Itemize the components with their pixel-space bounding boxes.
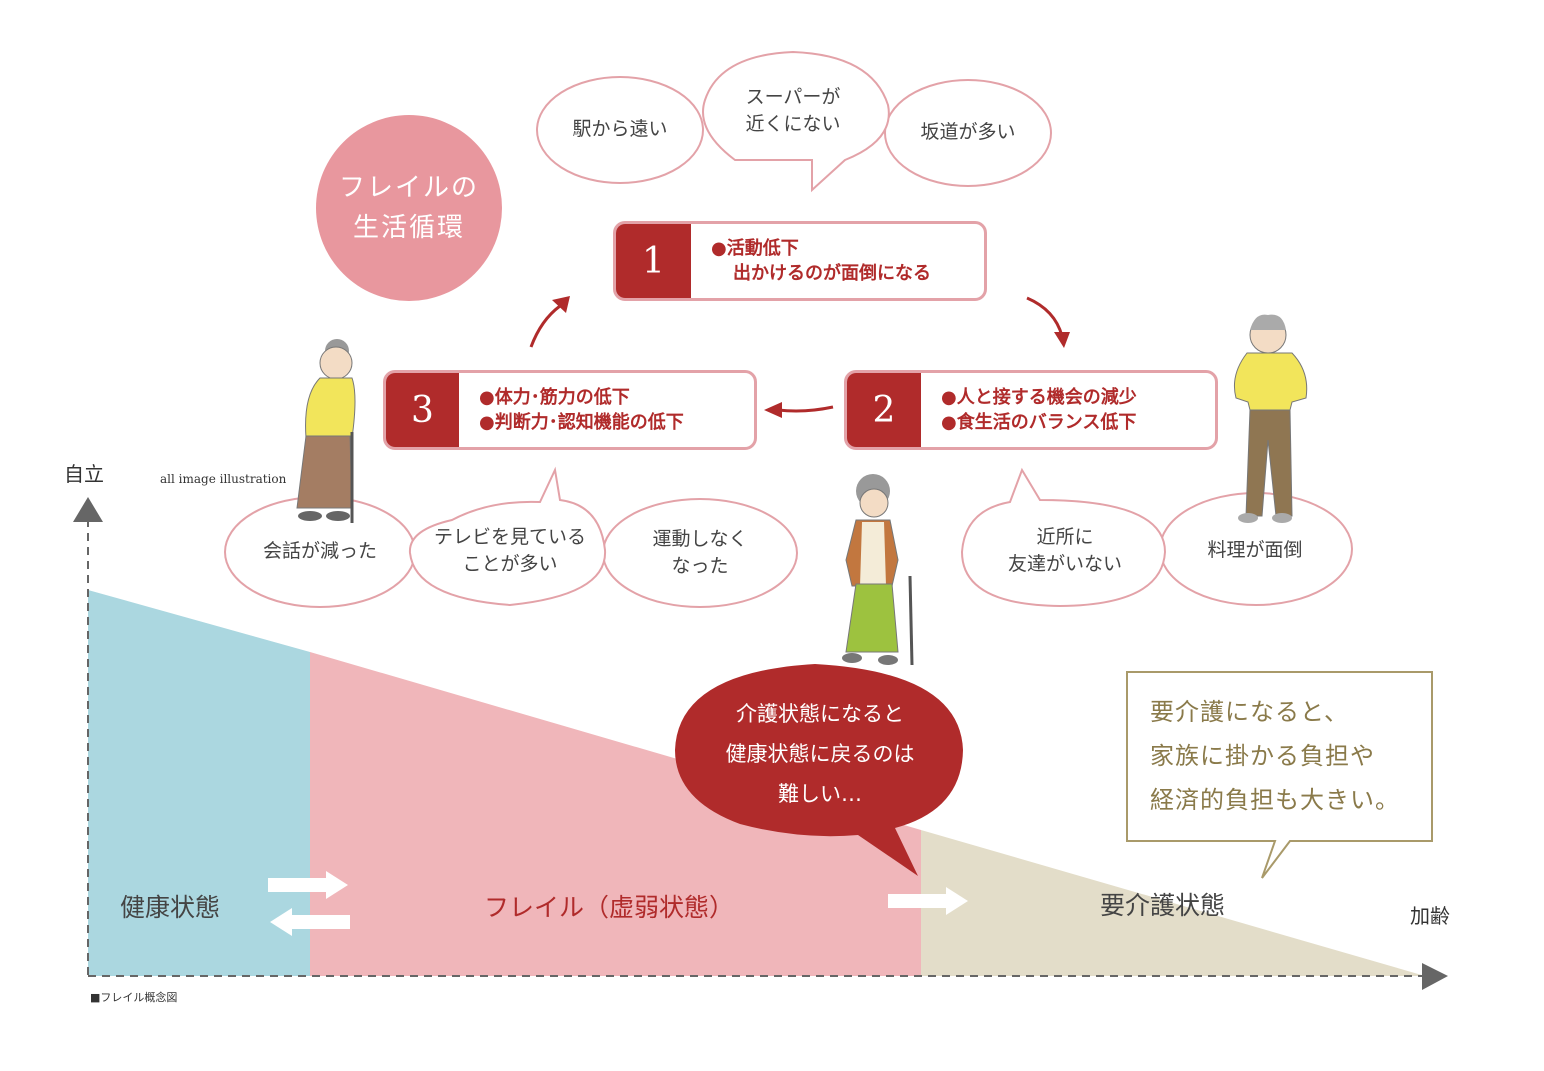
frail-zone-label: フレイル（虚弱状態） bbox=[484, 893, 735, 922]
bubble-text-line: 駅から遠い bbox=[572, 118, 668, 140]
note-line: 経済的負担も大きい。 bbox=[1150, 786, 1400, 814]
y-axis-label: 自立 bbox=[64, 462, 104, 486]
cycle-arrow-3-to-1-icon bbox=[529, 296, 570, 348]
care-zone bbox=[921, 830, 1425, 976]
figure-footer-caption: ■フレイル概念図 bbox=[90, 991, 178, 1004]
bubble-text-line: 会話が減った bbox=[262, 540, 377, 562]
cycle-arrow-2-to-3-icon bbox=[764, 402, 834, 418]
bubble-many-slopes: 坂道が多い bbox=[893, 119, 1043, 146]
right-bubble-group bbox=[960, 467, 1353, 608]
bubble-text-line: 近所に bbox=[1036, 526, 1094, 548]
cycle-step-3: 3 ●体力･筋力の低下 ●判断力･認知機能の低下 bbox=[383, 370, 757, 450]
bubble-cooking-bothersome: 料理が面倒 bbox=[1180, 537, 1330, 564]
bubble-text-line: テレビを見ている bbox=[433, 526, 586, 548]
right-arrow-icon bbox=[888, 887, 968, 915]
bubble-text-line: 料理が面倒 bbox=[1207, 539, 1303, 561]
bubble-watching-tv: テレビを見ている ことが多い bbox=[420, 524, 600, 578]
bubble-far-from-station: 駅から遠い bbox=[545, 116, 695, 143]
bubble-stopped-exercising: 運動しなく なった bbox=[625, 526, 775, 580]
healthy-zone bbox=[88, 590, 310, 976]
bubble-text-line: スーパーが bbox=[745, 86, 841, 108]
step-text-line2: 出かけるのが面倒になる bbox=[733, 263, 931, 284]
step-number: 1 bbox=[616, 224, 691, 298]
care-zone-label: 要介護状態 bbox=[1100, 891, 1226, 920]
bubble-text-line: 坂道が多い bbox=[920, 121, 1016, 143]
elderly-woman-with-cane-illustration bbox=[296, 339, 356, 523]
bubble-text-line: ことが多い bbox=[462, 553, 558, 575]
step-text-line1: ●体力･筋力の低下 bbox=[479, 387, 630, 408]
step-text-line1: ●人と接する機会の減少 bbox=[941, 387, 1137, 408]
cycle-title-line2: 生活循環 bbox=[352, 213, 465, 243]
bubble-no-friends-nearby: 近所に 友達がいない bbox=[985, 524, 1145, 578]
note-callout-box bbox=[1126, 671, 1433, 879]
warning-bubble-shape bbox=[675, 664, 963, 876]
elderly-man-illustration bbox=[1233, 314, 1308, 523]
bubble-less-conversation: 会話が減った bbox=[245, 538, 395, 565]
step-text-line1: ●活動低下 bbox=[711, 238, 799, 259]
bubble-text-line: 運動しなく bbox=[652, 528, 748, 550]
warning-line: 難しい… bbox=[778, 782, 862, 806]
step-text-line2: ●食生活のバランス低下 bbox=[941, 412, 1137, 433]
cycle-title-line1: フレイルの bbox=[338, 173, 479, 203]
warning-message: 介護状態になると 健康状態に戻るのは 難しい… bbox=[690, 694, 950, 814]
two-way-arrow-icon bbox=[268, 871, 350, 936]
step-number: 2 bbox=[847, 373, 921, 447]
cycle-arrow-1-to-2-icon bbox=[1026, 296, 1070, 348]
bubble-text-line: 近くにない bbox=[745, 113, 841, 135]
x-axis-label: 加齢 bbox=[1410, 904, 1450, 928]
image-caption: all image illustration bbox=[160, 472, 287, 486]
y-axis-arrowhead bbox=[73, 497, 103, 522]
cycle-step-1: 1 ●活動低下 出かけるのが面倒になる bbox=[613, 221, 987, 301]
frail-zone bbox=[310, 652, 921, 976]
note-line: 家族に掛かる負担や bbox=[1150, 742, 1375, 770]
bubble-no-supermarket: スーパーが 近くにない bbox=[718, 84, 868, 138]
healthy-zone-label: 健康状態 bbox=[120, 893, 221, 922]
warning-line: 健康状態に戻るのは bbox=[725, 742, 915, 766]
elderly-woman-green-skirt-illustration bbox=[842, 474, 914, 666]
bubble-text-line: 友達がいない bbox=[1007, 553, 1122, 575]
note-line: 要介護になると、 bbox=[1150, 698, 1350, 726]
warning-line: 介護状態になると bbox=[736, 702, 904, 726]
cycle-step-2: 2 ●人と接する機会の減少 ●食生活のバランス低下 bbox=[844, 370, 1218, 450]
step-number: 3 bbox=[386, 373, 459, 447]
left-bubble-group bbox=[224, 466, 798, 608]
cycle-title-circle: フレイルの 生活循環 bbox=[316, 115, 502, 301]
care-burden-note: 要介護になると、 家族に掛かる負担や 経済的負担も大きい。 bbox=[1150, 690, 1400, 822]
top-bubble-group bbox=[536, 50, 1052, 193]
x-axis-arrowhead bbox=[1422, 963, 1448, 990]
step-text-line2: ●判断力･認知機能の低下 bbox=[479, 412, 684, 433]
bubble-text-line: なった bbox=[671, 555, 729, 577]
